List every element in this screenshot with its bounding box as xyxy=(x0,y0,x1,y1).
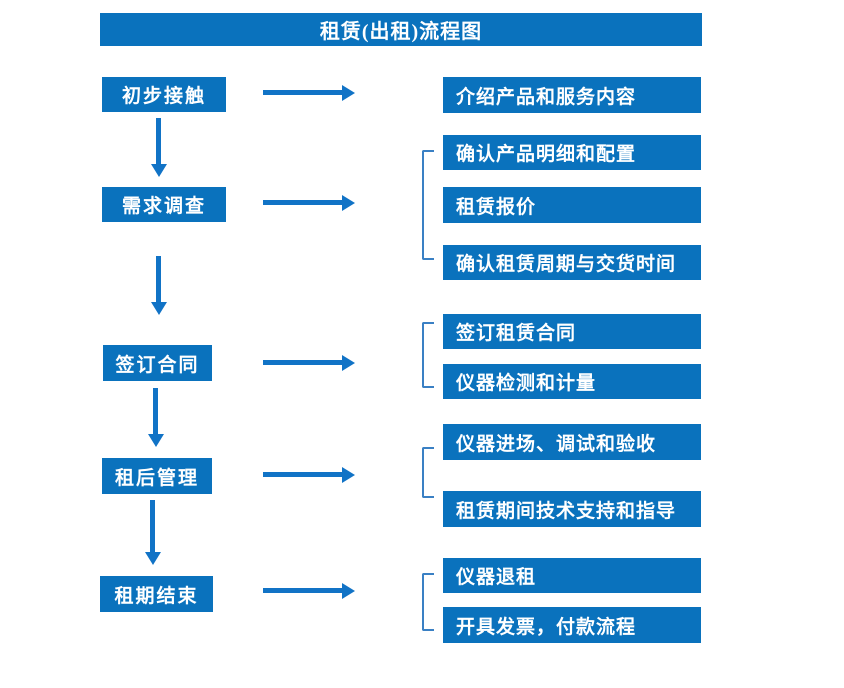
arrow-down-icon xyxy=(153,388,158,434)
arrow-down-icon xyxy=(156,256,161,302)
arrow-down-icon xyxy=(156,118,161,164)
detail-box-invoice-payment: 开具发票，付款流程 xyxy=(443,607,701,643)
detail-box-instrument-return: 仪器退租 xyxy=(443,558,701,593)
arrow-right-icon xyxy=(263,588,342,593)
step-box-post-rental: 租后管理 xyxy=(102,458,212,494)
detail-box-intro-products: 介绍产品和服务内容 xyxy=(443,77,701,113)
detail-box-instrument-testing: 仪器检测和计量 xyxy=(443,364,701,399)
arrow-right-icon xyxy=(263,472,342,477)
group-bracket-icon xyxy=(422,573,434,631)
detail-box-tech-support: 租赁期间技术支持和指导 xyxy=(443,491,701,527)
group-bracket-icon xyxy=(422,150,434,260)
page-title: 租赁(出租)流程图 xyxy=(100,13,702,46)
detail-box-sign-rental-contract: 签订租赁合同 xyxy=(443,314,701,349)
detail-box-confirm-config: 确认产品明细和配置 xyxy=(443,135,701,170)
step-box-rental-end: 租期结束 xyxy=(100,576,213,612)
detail-box-instrument-setup: 仪器进场、调试和验收 xyxy=(443,424,701,460)
group-bracket-icon xyxy=(422,447,434,498)
detail-box-confirm-period: 确认租赁周期与交货时间 xyxy=(443,245,701,280)
arrow-right-icon xyxy=(263,360,342,365)
group-bracket-icon xyxy=(422,322,434,388)
arrow-right-icon xyxy=(263,90,342,95)
arrow-right-icon xyxy=(263,200,342,205)
step-box-demand-survey: 需求调查 xyxy=(102,187,226,222)
arrow-down-icon xyxy=(150,500,155,552)
step-box-initial-contact: 初步接触 xyxy=(102,77,226,112)
step-box-sign-contract: 签订合同 xyxy=(103,345,212,381)
detail-box-rental-quote: 租赁报价 xyxy=(443,187,701,223)
